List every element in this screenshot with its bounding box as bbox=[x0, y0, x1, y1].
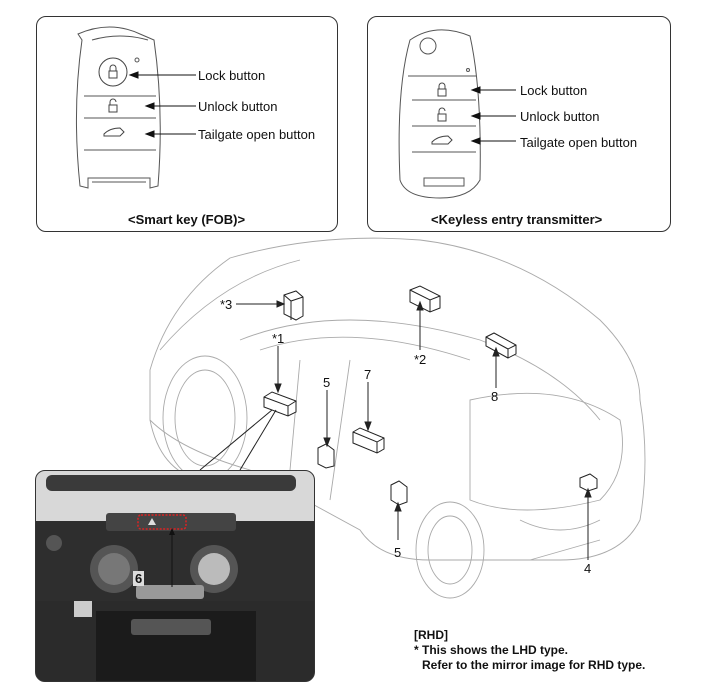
car-outline bbox=[149, 237, 646, 599]
antenna-box-5a bbox=[317, 443, 335, 469]
tailgate-icon bbox=[431, 135, 453, 145]
callout-5a: 5 bbox=[323, 375, 331, 390]
tailgate-icon bbox=[103, 127, 125, 137]
transmitter-panel bbox=[367, 16, 671, 232]
rhd-line-1: * This shows the LHD type. bbox=[414, 643, 569, 657]
dashboard-photo-art bbox=[36, 471, 314, 681]
lock-icon bbox=[437, 82, 447, 97]
hazard-switch-highlight bbox=[137, 514, 187, 530]
lock-icon bbox=[108, 64, 118, 79]
transmitter-caption: <Keyless entry transmitter> bbox=[431, 212, 603, 227]
antenna-box-3 bbox=[283, 290, 304, 321]
hazard-icon bbox=[148, 518, 156, 525]
fob-tailgate-label: Tailgate open button bbox=[198, 127, 316, 142]
keyless-transmitter bbox=[398, 29, 481, 199]
callout-2: *2 bbox=[414, 352, 427, 367]
rhd-heading: [RHD] bbox=[414, 628, 448, 642]
smart-key-panel bbox=[36, 16, 338, 232]
callout-arrows bbox=[199, 300, 592, 560]
rhd-note: [RHD] * This shows the LHD type. Refer t… bbox=[414, 628, 645, 673]
unlock-icon bbox=[437, 107, 447, 122]
antenna-box-5b bbox=[390, 480, 408, 506]
tx-tailgate-label: Tailgate open button bbox=[520, 135, 638, 150]
unlock-icon bbox=[108, 98, 118, 113]
callout-7: 7 bbox=[364, 367, 372, 382]
transmitter-arrows bbox=[470, 86, 516, 145]
callout-1: *1 bbox=[272, 331, 285, 346]
callout-6: 6 bbox=[133, 571, 145, 586]
callout-8: 8 bbox=[491, 389, 499, 404]
fob-lock-label: Lock button bbox=[198, 68, 266, 83]
rhd-line-2: Refer to the mirror image for RHD type. bbox=[422, 658, 646, 672]
callout-3: *3 bbox=[220, 297, 233, 312]
tx-lock-label: Lock button bbox=[520, 83, 588, 98]
tx-unlock-label: Unlock button bbox=[520, 109, 600, 124]
antenna-box-4 bbox=[579, 473, 598, 492]
callout-5b: 5 bbox=[394, 545, 402, 560]
antenna-box-2 bbox=[409, 285, 441, 313]
antenna-box-7 bbox=[352, 427, 385, 454]
dashboard-photo: 6 bbox=[35, 470, 315, 682]
smart-key-fob bbox=[75, 26, 161, 189]
callout-4: 4 bbox=[584, 561, 592, 576]
smart-key-caption: <Smart key (FOB)> bbox=[128, 212, 246, 227]
antenna-box-8 bbox=[485, 332, 517, 359]
fob-unlock-label: Unlock button bbox=[198, 99, 278, 114]
smart-key-arrows bbox=[128, 71, 196, 138]
antenna-boxes bbox=[263, 285, 598, 506]
